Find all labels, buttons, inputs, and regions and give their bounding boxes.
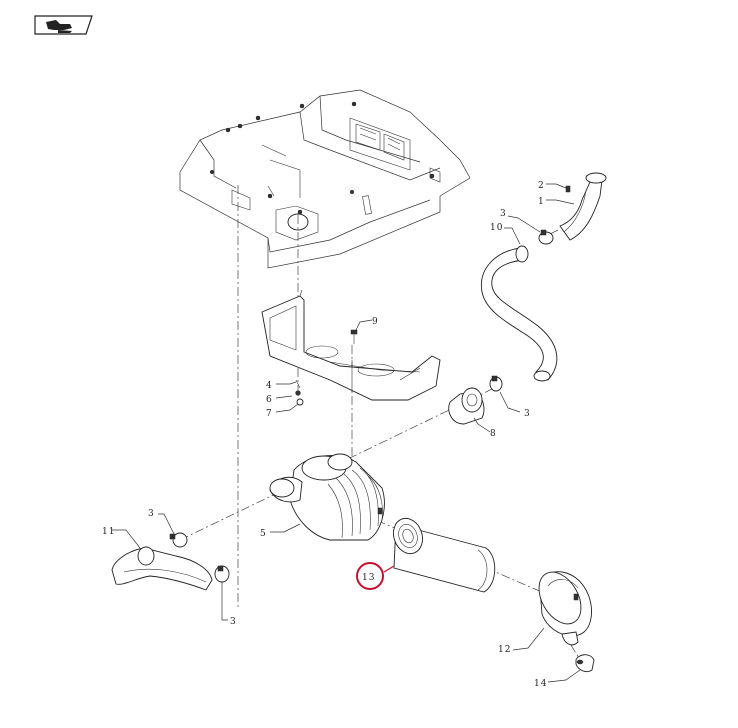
callout-3-lower-right[interactable]: 3 [230,617,237,627]
callout-8[interactable]: 8 [490,429,497,439]
callout-7[interactable]: 7 [266,409,273,419]
machine-frame [179,89,471,269]
hand-pointer-icon[interactable] [34,15,93,35]
long-intake-hose[interactable] [480,245,558,382]
hose-clamp-lower-left[interactable] [169,532,188,548]
callout-14[interactable]: 14 [534,679,547,689]
callout-1[interactable]: 1 [538,197,545,207]
callout-2[interactable]: 2 [538,181,545,191]
clamp-part-2[interactable] [565,185,571,193]
bolt-hardware[interactable] [295,379,304,406]
callout-12[interactable]: 12 [498,645,511,655]
leader-lines [112,183,581,683]
intake-adapter[interactable] [448,387,485,425]
upper-elbow-hose[interactable] [559,172,607,241]
callout-4[interactable]: 4 [266,381,273,391]
mounting-bracket[interactable] [261,289,441,401]
callout-9[interactable]: 9 [372,317,379,327]
air-cleaner-housing[interactable] [269,453,385,541]
hose-clamp-mid[interactable] [489,375,503,392]
lower-elbow-hose[interactable] [111,546,213,591]
filter-element[interactable] [389,514,496,593]
callout-labels: 1 2 3 10 9 4 6 7 8 3 3 11 5 3 13 12 14 [102,181,547,689]
callout-3-mid[interactable]: 3 [524,409,531,419]
air-cleaner-cover[interactable] [530,565,592,646]
callout-13[interactable]: 13 [362,573,375,583]
callout-3-lower-left[interactable]: 3 [148,509,155,519]
callout-6[interactable]: 6 [266,395,273,405]
callout-3-upper[interactable]: 3 [500,209,507,219]
evacuator-valve[interactable] [575,654,595,673]
hose-clamp-upper[interactable] [538,229,554,245]
callout-10[interactable]: 10 [490,223,503,233]
callout-13-highlight[interactable]: 13 [356,562,384,590]
callout-11[interactable]: 11 [102,527,115,537]
callout-5[interactable]: 5 [260,529,267,539]
hose-clamp-lower-right[interactable] [214,565,230,583]
